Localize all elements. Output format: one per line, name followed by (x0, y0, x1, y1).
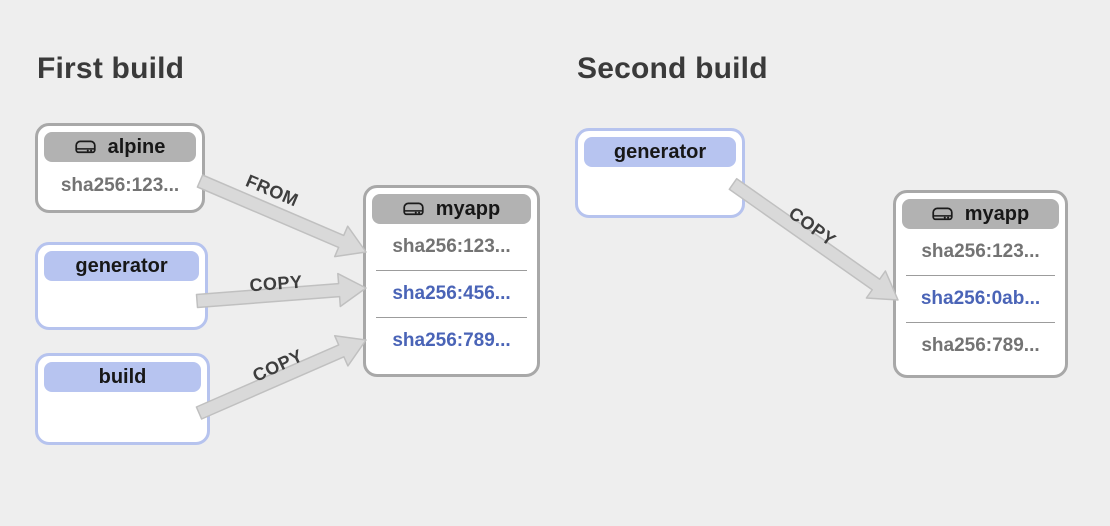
node-label: generator (75, 254, 168, 277)
layer-row: sha256:789... (906, 322, 1055, 369)
node-label: alpine (107, 135, 166, 158)
node-header-generator: generator (44, 251, 199, 281)
layer-row: sha256:0ab... (906, 275, 1055, 322)
node-header-myapp: myapp (372, 194, 531, 224)
first-build-title: First build (37, 52, 185, 85)
layer-row: sha256:123... (60, 175, 180, 196)
node-label: build (98, 365, 147, 388)
arrow-label-copy: COPY (249, 345, 307, 386)
node-header-build: build (44, 362, 201, 392)
arrow-label-copy: COPY (784, 202, 840, 251)
drive-icon (403, 201, 424, 217)
layer-rows: sha256:123... (38, 162, 202, 210)
node-header-myapp: myapp (902, 199, 1059, 229)
node-alpine: alpine sha256:123... (35, 123, 205, 213)
node-generator-second: generator (575, 128, 745, 218)
node-header-generator: generator (584, 137, 736, 167)
second-build-title: Second build (577, 52, 768, 85)
node-build: build (35, 353, 210, 445)
arrow-label-copy: COPY (248, 271, 304, 296)
node-label: myapp (964, 202, 1030, 225)
node-myapp-second: myapp sha256:123... sha256:0ab... sha256… (893, 190, 1068, 378)
arrow-label-from: FROM (242, 170, 302, 211)
layer-row: sha256:123... (921, 241, 1040, 262)
drive-icon (932, 206, 953, 222)
layer-row: sha256:456... (376, 270, 527, 317)
layer-rows: sha256:123... sha256:456... sha256:789..… (366, 224, 537, 374)
layer-rows: sha256:123... sha256:0ab... sha256:789..… (896, 229, 1065, 375)
drive-icon (74, 139, 96, 155)
layer-row: sha256:123... (392, 236, 511, 257)
node-myapp-first: myapp sha256:123... sha256:456... sha256… (363, 185, 540, 377)
arrow-copy-build (195, 334, 367, 420)
node-label: generator (613, 140, 707, 163)
layer-row: sha256:789... (376, 317, 527, 364)
node-label: myapp (435, 197, 501, 220)
node-generator-first: generator (35, 242, 208, 330)
node-header-alpine: alpine (44, 132, 196, 162)
